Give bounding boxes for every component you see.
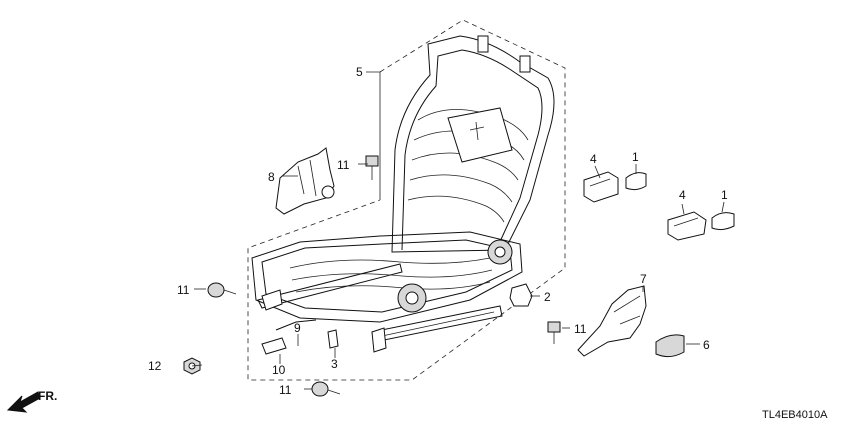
callout-11-bottom: 11 <box>279 383 292 397</box>
part-1-knob-lower <box>711 212 735 231</box>
assembly-boundary <box>247 19 566 381</box>
part-10-clip <box>261 337 287 355</box>
part-11-bolt-bottom <box>311 381 341 397</box>
callout-11-left: 11 <box>177 283 190 297</box>
part-8-cover-bracket <box>275 147 335 215</box>
part-7-lever <box>577 285 647 357</box>
callout-5: 5 <box>356 65 363 79</box>
part-1-knob-upper <box>625 172 647 191</box>
callout-11-upper: 11 <box>337 158 350 172</box>
part-11-bolt-left <box>207 282 237 298</box>
callout-labels: 5 8 11 11 2 4 1 4 1 7 6 11 12 9 10 3 11 <box>148 65 728 397</box>
callout-11-right: 11 <box>574 322 587 336</box>
callout-4-lower: 4 <box>679 188 686 202</box>
part-4-switch-lower <box>667 211 707 241</box>
callout-6: 6 <box>703 338 710 352</box>
callout-8: 8 <box>268 170 275 184</box>
part-9-wire <box>275 319 317 331</box>
front-direction-arrow: FR. <box>6 389 57 413</box>
part-6-knob <box>655 334 685 358</box>
callout-2: 2 <box>544 290 551 304</box>
callout-7: 7 <box>640 272 647 286</box>
part-3-clip <box>327 329 339 349</box>
callout-4-upper: 4 <box>590 152 597 166</box>
part-11-bolt-upper <box>365 155 379 180</box>
seat-frame <box>251 35 555 353</box>
callout-9: 9 <box>294 321 301 335</box>
callout-10: 10 <box>272 363 286 377</box>
callout-1-lower: 1 <box>721 188 728 202</box>
part-11-bolt-right <box>547 321 561 344</box>
callout-3: 3 <box>331 357 338 371</box>
part-2-bracket <box>509 283 533 307</box>
part-4-switch-upper <box>583 171 619 203</box>
callout-1-upper: 1 <box>632 150 639 164</box>
callout-12: 12 <box>148 359 162 373</box>
diagram-code: TL4EB4010A <box>762 409 828 421</box>
leader-lines <box>191 71 725 390</box>
direction-label: FR. <box>38 389 57 403</box>
